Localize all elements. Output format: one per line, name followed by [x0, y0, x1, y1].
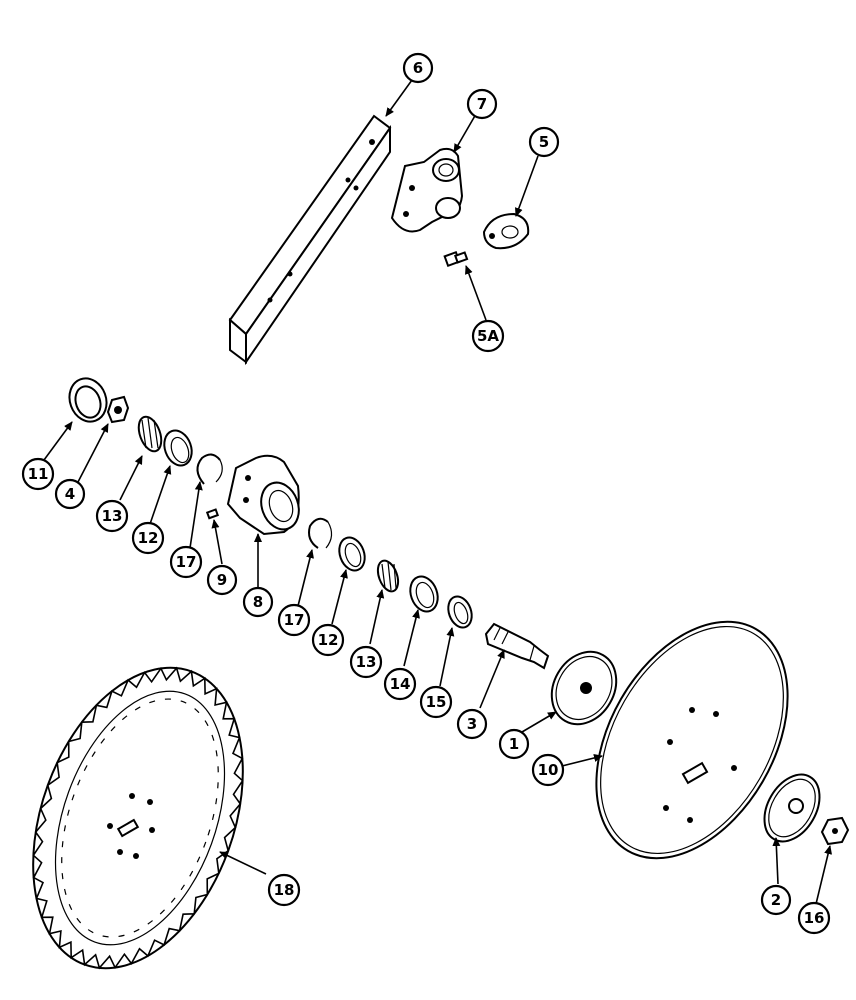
- seal-washer-part: [447, 595, 473, 629]
- svg-text:10: 10: [538, 761, 559, 779]
- dust-cap-part: [68, 377, 108, 423]
- callout-16: 16: [797, 901, 831, 935]
- callout-13-lower: 13: [349, 645, 383, 679]
- svg-text:16: 16: [804, 909, 825, 927]
- svg-text:8: 8: [253, 593, 263, 611]
- svg-text:6: 6: [413, 59, 423, 77]
- spindle-part: [484, 622, 550, 670]
- svg-text:1: 1: [509, 735, 519, 753]
- callout-6: 6: [402, 52, 434, 84]
- hub-housing-part: [226, 454, 300, 536]
- callout-7: 7: [466, 88, 498, 120]
- bolt-part: [443, 250, 469, 268]
- leader-lines: [43, 79, 833, 905]
- svg-text:15: 15: [426, 693, 447, 711]
- svg-text:3: 3: [467, 715, 477, 733]
- bearing-cup-upper-part: [163, 429, 193, 467]
- callout-15: 15: [419, 685, 453, 719]
- svg-text:11: 11: [28, 465, 49, 483]
- svg-text:7: 7: [477, 95, 487, 113]
- clevis-bracket-part: [390, 147, 464, 233]
- castle-nut-part: [820, 816, 850, 846]
- disc-blade-part: [595, 620, 789, 860]
- callout-10: 10: [531, 753, 565, 787]
- callout-1: 1: [498, 728, 530, 760]
- washer-plate-part: [550, 650, 618, 726]
- snap-ring-lower-part: [308, 517, 333, 549]
- callout-18: 18: [267, 873, 301, 907]
- callout-8: 8: [242, 586, 274, 618]
- svg-text:13: 13: [356, 653, 377, 671]
- svg-text:14: 14: [390, 675, 411, 693]
- svg-text:4: 4: [65, 485, 75, 503]
- grease-fitting-part: [205, 508, 220, 520]
- svg-text:17: 17: [176, 553, 197, 571]
- hub-cap-part: [763, 773, 821, 843]
- svg-text:12: 12: [138, 529, 159, 547]
- snap-ring-upper-part: [196, 453, 223, 485]
- callout-5: 5: [528, 126, 560, 158]
- callout-12-lower: 12: [311, 623, 345, 657]
- callout-5a: 5A: [471, 319, 505, 353]
- callout-9: 9: [206, 564, 238, 596]
- mounting-bar-part: [228, 114, 392, 366]
- svg-text:12: 12: [318, 631, 339, 649]
- svg-text:18: 18: [274, 881, 295, 899]
- callout-17-lower: 17: [277, 603, 311, 637]
- callout-13-upper: 13: [95, 499, 129, 533]
- svg-text:13: 13: [102, 507, 123, 525]
- clamp-collar-part: [482, 212, 530, 250]
- svg-text:5: 5: [539, 133, 549, 151]
- callout-11: 11: [21, 457, 55, 491]
- bearing-cup-lower-part: [338, 536, 366, 572]
- svg-text:2: 2: [771, 891, 781, 909]
- bearing-cone-lower-part: [376, 559, 400, 593]
- seal-part: [409, 575, 439, 613]
- svg-text:17: 17: [284, 611, 305, 629]
- callout-3: 3: [456, 708, 488, 740]
- notched-coulter-disc-part: [32, 666, 244, 970]
- hex-nut-part: [106, 395, 130, 424]
- svg-text:5A: 5A: [477, 327, 499, 345]
- notched-rim: [32, 666, 244, 970]
- svg-text:9: 9: [217, 571, 227, 589]
- callout-2: 2: [760, 884, 792, 916]
- callout-17-upper: 17: [169, 545, 203, 579]
- callout-14: 14: [383, 667, 417, 701]
- bearing-cone-upper-part: [137, 415, 163, 453]
- callout-12-upper: 12: [131, 521, 165, 555]
- callout-4: 4: [54, 478, 86, 510]
